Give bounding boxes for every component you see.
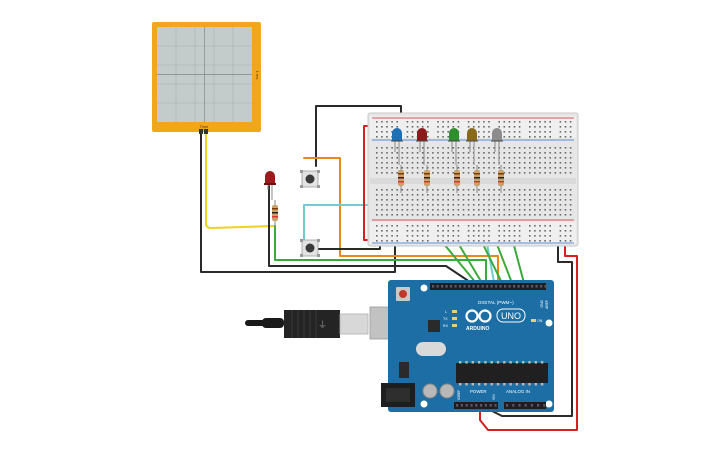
scope-probe-yellow[interactable] xyxy=(204,129,208,134)
digital-header-label: DIGITAL (PWM~) xyxy=(478,300,514,305)
vin-label: VIN xyxy=(492,394,496,400)
standalone-resistor[interactable] xyxy=(272,200,278,228)
breadboard-center-gap xyxy=(370,178,576,184)
tx-label: TX xyxy=(443,317,448,321)
usb-symbol-icon: ⏚ xyxy=(318,320,327,330)
arduino-uno[interactable]: DIGITAL (PWM~) L TX RX ON ARDUINO UNO xyxy=(381,280,554,412)
scope-probe-black[interactable] xyxy=(199,129,203,134)
standalone-led[interactable] xyxy=(264,171,276,200)
wire-red-right[interactable] xyxy=(479,239,578,431)
gnd-label: GND xyxy=(540,299,544,307)
analog-label: ANALOG IN xyxy=(506,389,530,394)
breadboard-led-red[interactable] xyxy=(416,128,428,165)
resistor-3[interactable] xyxy=(454,165,460,193)
model-label: UNO xyxy=(501,311,521,321)
wire-black-scope[interactable] xyxy=(200,133,396,273)
scope-time-label: Time xyxy=(200,124,210,129)
resistor-5[interactable] xyxy=(498,165,504,193)
breadboard-led-blue[interactable] xyxy=(391,128,403,165)
wire-green-led[interactable] xyxy=(274,225,487,283)
scope-side-label: 1 ms xyxy=(255,71,260,80)
resistor-4[interactable] xyxy=(474,165,480,193)
breadboard-rail-bottom xyxy=(370,222,576,244)
wire-yellow-scope[interactable] xyxy=(205,133,276,229)
wire-orange[interactable] xyxy=(303,157,499,283)
resistor-2[interactable] xyxy=(424,165,430,193)
brand-label: ARDUINO xyxy=(466,326,489,332)
wire-black-led[interactable] xyxy=(268,185,471,283)
aref-label: AREF xyxy=(545,300,549,309)
l-label: L xyxy=(445,310,447,314)
breadboard-led-green[interactable] xyxy=(448,128,460,165)
breadboard-led-grey[interactable] xyxy=(491,128,503,165)
on-label: ON xyxy=(537,319,543,323)
oscilloscope[interactable]: 1 ms Time xyxy=(152,22,261,134)
rx-label: RX xyxy=(443,324,449,328)
atmega-chip xyxy=(456,363,548,383)
breadboard-led-olive[interactable] xyxy=(466,128,478,165)
wire-black-right[interactable] xyxy=(489,233,573,417)
scope-grid xyxy=(157,27,252,122)
push-button-top[interactable] xyxy=(300,170,320,188)
resistor-1[interactable] xyxy=(398,165,404,193)
arduino-logo-icon xyxy=(465,309,492,323)
breadboard-resistors xyxy=(398,165,504,193)
breadboard-leds xyxy=(391,128,503,165)
push-button-bottom[interactable] xyxy=(300,239,320,257)
power-label: POWER xyxy=(470,389,487,394)
ioref-label: IOREF xyxy=(457,390,461,400)
